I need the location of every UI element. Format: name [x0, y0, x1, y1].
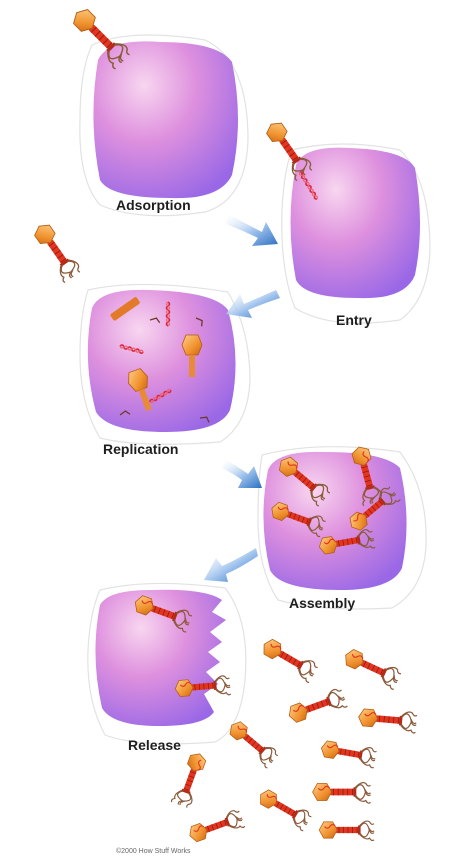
- arrow-replication-to-assembly: [222, 460, 262, 488]
- bacteriophage-icon: [134, 595, 193, 633]
- arrow-adsorption-to-entry: [226, 214, 278, 246]
- cell-adsorption: [93, 41, 238, 199]
- label-release: Release: [128, 737, 181, 753]
- dna-strand-icon: [149, 388, 172, 404]
- bacteriophage-icon: [288, 688, 348, 723]
- process-arrows: [204, 214, 280, 582]
- bacteriophage-icon: [170, 753, 207, 808]
- protein-fragment: [119, 410, 131, 416]
- bacteriophage-icon: [266, 122, 313, 182]
- copyright-credit: ©2000 How Stuff Works: [116, 848, 191, 855]
- bacteriophage-icon: [189, 810, 246, 843]
- dna-fragments: [110, 171, 318, 423]
- bacteriophage-icon: [318, 529, 376, 555]
- protein-fragment: [149, 317, 161, 324]
- bacteriophage-icon: [349, 486, 401, 531]
- arrow-assembly-to-release: [204, 548, 258, 582]
- bacteriophage-icon: [345, 649, 402, 690]
- bacteriophage-icon: [358, 708, 418, 734]
- label-entry: Entry: [336, 312, 372, 328]
- cell-release: [95, 589, 226, 726]
- bacteriophage-icon: [312, 782, 371, 804]
- label-adsorption: Adsorption: [116, 197, 191, 213]
- dna-strand-icon: [119, 344, 144, 354]
- phage-head-part: [181, 334, 203, 377]
- bacteriophage-icon: [278, 456, 331, 507]
- phage-tail-part: [110, 297, 140, 321]
- cell-entry: [290, 147, 420, 299]
- dna-strand-icon: [165, 301, 171, 327]
- bacteriophage-icon: [260, 789, 312, 832]
- protein-fragment: [195, 317, 203, 327]
- bacteriophage-icon: [320, 740, 377, 769]
- label-replication: Replication: [103, 441, 179, 457]
- bacteriophage-icon: [174, 675, 232, 697]
- phage-head-part: [128, 368, 152, 412]
- arrow-entry-to-replication: [226, 290, 280, 318]
- bacteriophage-icon: [263, 638, 318, 683]
- bacteriophage-icon: [229, 721, 278, 769]
- label-assembly: Assembly: [289, 595, 356, 611]
- bacteriophage-icon: [73, 9, 130, 70]
- cell-replication: [87, 289, 236, 432]
- bacteriophage-icon: [318, 820, 375, 842]
- protein-fragment: [199, 416, 210, 423]
- bacteriophage-icon: [351, 446, 382, 507]
- bacteriophage-icon: [271, 501, 326, 538]
- bacteriophage-icon: [34, 224, 81, 284]
- cells: [87, 41, 420, 726]
- dna-strand-icon: [298, 171, 318, 200]
- phages: [34, 9, 418, 843]
